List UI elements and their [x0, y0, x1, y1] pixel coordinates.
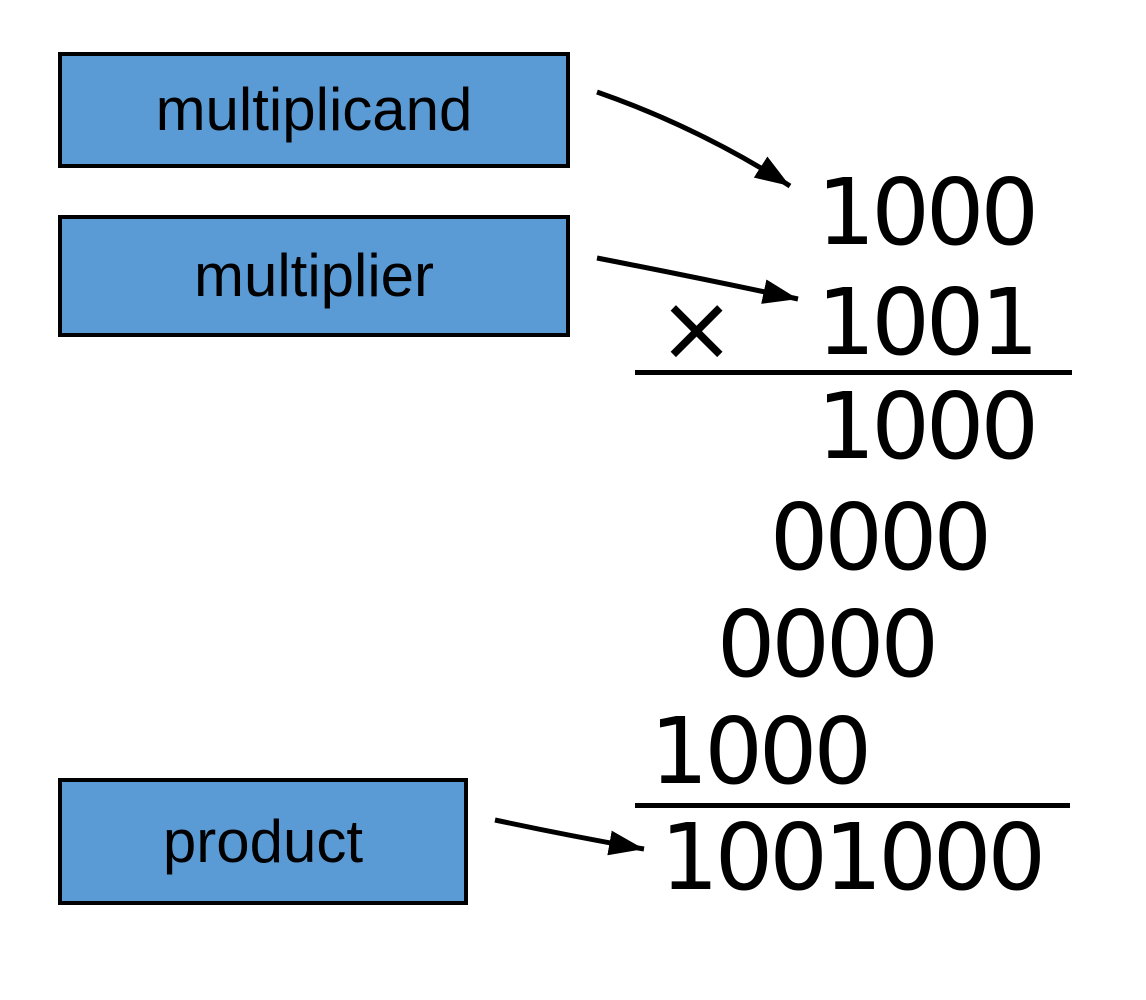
product-value: 1001000: [660, 804, 1046, 911]
partial-product-row-2: 0000: [769, 484, 992, 591]
sum-rule-line: [635, 803, 1070, 808]
product-arrow: [494, 817, 645, 856]
multiply-rule-line: [635, 370, 1072, 375]
multiplicand-value: 1000: [816, 159, 1039, 266]
multiplier-value: 1001: [816, 269, 1039, 376]
multiplier-label: multiplier: [193, 242, 435, 309]
product-box: product: [58, 778, 468, 905]
multiplicand-label: multiplicand: [155, 76, 473, 143]
multiplier-box: multiplier: [58, 215, 570, 337]
product-label: product: [162, 807, 364, 875]
partial-product-row-4: 1000: [649, 698, 872, 805]
multiplicand-box: multiplicand: [58, 52, 570, 168]
partial-product-row-3: 0000: [716, 591, 939, 698]
partial-product-row-1: 1000: [816, 373, 1039, 480]
multiplicand-arrow: [596, 89, 792, 189]
multiply-sign: ×: [658, 275, 735, 382]
